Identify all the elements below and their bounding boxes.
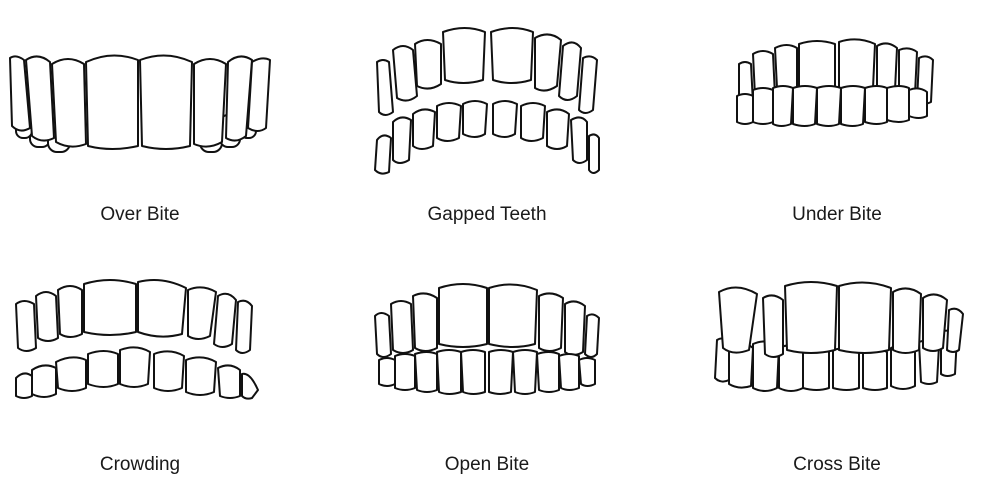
condition-label: Open Bite: [444, 454, 530, 475]
condition-under-bite: Under Bite: [687, 20, 987, 250]
condition-label: Over Bite: [100, 204, 180, 225]
condition-gapped-teeth: Gapped Teeth: [337, 20, 637, 250]
condition-label: Under Bite: [792, 204, 882, 225]
cross-bite-illustration: [714, 281, 964, 392]
gapped-teeth-illustration: [374, 27, 600, 175]
teeth-conditions-grid: Over Bite Gapped Teeth: [0, 20, 987, 475]
crowding-illustration: [15, 279, 259, 400]
over-bite-illustration: [9, 54, 271, 153]
condition-over-bite: Over Bite: [0, 20, 290, 250]
under-bite-illustration: [736, 38, 934, 127]
condition-open-bite: Open Bite: [337, 270, 637, 500]
condition-label: Crowding: [99, 454, 181, 475]
condition-label: Gapped Teeth: [427, 204, 547, 225]
condition-cross-bite: Cross Bite: [687, 270, 987, 500]
condition-crowding: Crowding: [0, 270, 290, 500]
open-bite-illustration: [374, 283, 600, 395]
condition-label: Cross Bite: [793, 454, 881, 475]
